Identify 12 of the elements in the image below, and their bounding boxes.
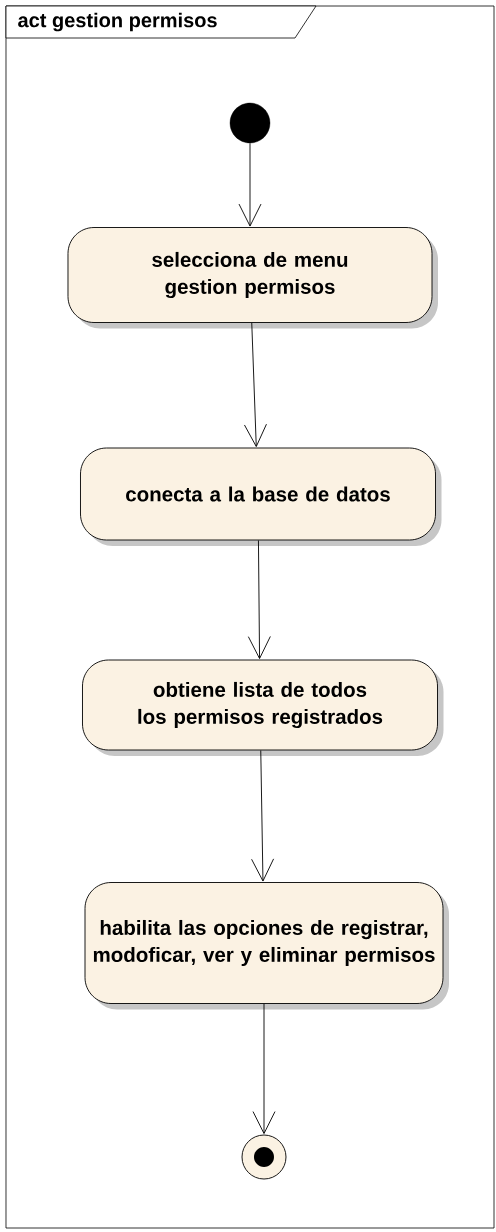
action-box: obtiene lista de todos los permisos registrados bbox=[82, 659, 444, 756]
arrow bbox=[238, 142, 262, 227]
initial-node bbox=[229, 102, 271, 144]
arrow bbox=[247, 540, 271, 659]
action-box: habilita las opciones de registrar, modoficar, ver y eliminar permisos bbox=[84, 882, 449, 1010]
action-box: conecta a la base de datos bbox=[80, 447, 442, 546]
arrow bbox=[252, 1003, 276, 1134]
title-tab: act gestion permisos bbox=[5, 5, 317, 39]
arrow bbox=[251, 750, 275, 882]
arrow bbox=[244, 322, 267, 447]
action-box: selecciona de menu gestion permisos bbox=[67, 227, 438, 329]
final-node bbox=[241, 1134, 287, 1180]
